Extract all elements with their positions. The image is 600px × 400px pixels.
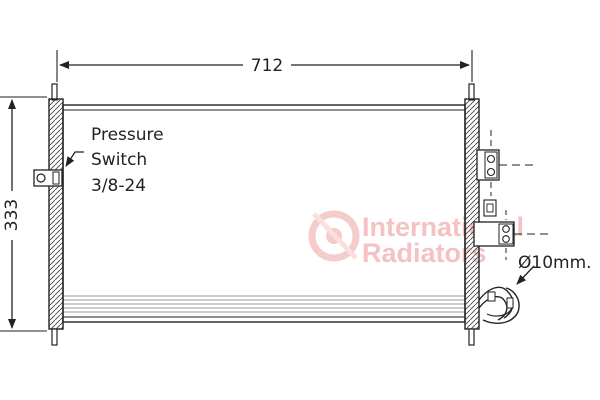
pressure-switch-label-line-1: Pressure [91,125,164,145]
right-upper-bracket [476,130,533,196]
right-header-tank [464,83,480,346]
right-lower-bracket [473,210,548,260]
pipe-diameter-label: Ø10mm. [518,253,592,273]
pressure-switch-label-line-2: Switch [91,150,147,170]
height-dimension-label: 333 [2,199,22,231]
left-header-tank [48,83,64,346]
pressure-switch-note: Pressure Switch 3/8-24 [91,125,164,196]
width-dimension-label: 712 [251,56,283,76]
pipe-diameter-leader [516,265,535,285]
pressure-switch-fitting [33,169,63,187]
watermark-logo-icon [308,210,360,262]
height-dimension: 333 [0,96,47,332]
outlet-pipes [478,286,520,324]
pressure-switch-label-line-3: 3/8-24 [91,176,146,196]
right-middle-clip [483,199,497,217]
pressure-switch-leader [65,151,84,167]
width-dimension: 712 [56,50,473,82]
